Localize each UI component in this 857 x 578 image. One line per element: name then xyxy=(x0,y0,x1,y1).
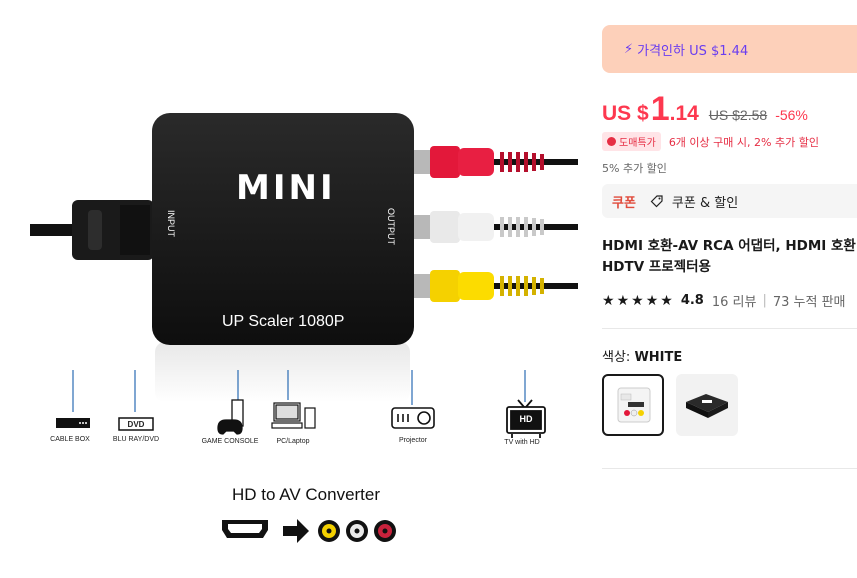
product-title-line2: HDTV 프로젝터용 xyxy=(602,259,711,275)
coupon-tag: 쿠폰 xyxy=(612,195,636,211)
device-label-tv: TV with HD xyxy=(504,439,540,446)
rca-yellow-icon xyxy=(318,520,340,542)
price-drop-banner: ⚡ 가격인하 US $1.44 xyxy=(602,25,857,73)
bulk-badge: 도매특가 xyxy=(602,132,661,151)
dvd-badge: DVD xyxy=(127,420,145,429)
hd-badge: HD xyxy=(519,414,533,424)
converter-title: HD to AV Converter xyxy=(232,485,381,504)
divider xyxy=(602,468,857,469)
product-title: HDMI 호환-AV RCA 어댑터, HDMI 호환 HDTV 프로젝터용 xyxy=(602,236,857,278)
product-info-panel: ⚡ 가격인하 US $1.44 US $ 1 .14 US $2.58 -56%… xyxy=(590,0,857,578)
extra-discount-text: 5% 추가 할인 xyxy=(602,162,667,175)
star-icon: ★ xyxy=(645,292,659,309)
bulk-badge-label: 도매특가 xyxy=(619,138,656,149)
star-icon: ★ xyxy=(660,292,673,309)
star-icon: ★ xyxy=(602,292,615,309)
bolt-icon: ⚡ xyxy=(624,41,634,57)
scaler-label: UP Scaler 1080P xyxy=(222,313,345,330)
sold-count: 73 누적 판매 xyxy=(772,295,846,310)
review-count-link[interactable]: 16 리뷰 xyxy=(711,295,757,310)
device-label-projector: Projector xyxy=(398,437,427,444)
device-label-cable-box: CABLE BOX xyxy=(50,436,90,443)
color-option-black[interactable] xyxy=(676,374,738,436)
color-label-prefix: 색상: xyxy=(602,350,631,365)
original-price: US $2.58 xyxy=(708,107,768,123)
converter-illustration xyxy=(30,113,578,543)
rca-white-icon xyxy=(346,520,368,542)
tag-outline-icon xyxy=(650,195,663,208)
star-rating: ★ ★ ★ ★ ★ xyxy=(602,293,675,309)
arrow-right-icon xyxy=(283,519,309,543)
bulk-discount-row: 도매특가 6개 이상 구매 시, 2% 추가 할인 xyxy=(602,132,819,151)
price-integer: 1 xyxy=(650,90,670,128)
price-row: US $ 1 .14 US $2.58 -56% xyxy=(602,90,808,129)
brand-mark: MINI xyxy=(236,168,336,208)
bulk-discount-text: 6개 이상 구매 시, 2% 추가 할인 xyxy=(668,135,819,149)
white-adapter-thumbnail xyxy=(617,387,651,423)
device-label-pc: PC/Laptop xyxy=(276,438,310,445)
input-label: INPUT xyxy=(166,210,176,237)
cable-box-icon xyxy=(56,418,90,428)
product-main-image[interactable]: MINI UP Scaler 1080P INPUT OUTPUT CABLE … xyxy=(0,0,590,578)
pc-laptop-icon xyxy=(271,402,316,429)
rating-row: ★ ★ ★ ★ ★ 4.8 16 리뷰 | 73 누적 판매 xyxy=(602,291,846,311)
output-label: OUTPUT xyxy=(386,208,396,245)
star-icon: ★ xyxy=(631,292,644,309)
black-adapter-thumbnail xyxy=(686,394,728,418)
coupon-row[interactable]: 쿠폰 쿠폰 & 할인 xyxy=(602,184,857,218)
device-label-dvd: BLU RAY/DVD xyxy=(112,436,160,443)
color-option-white[interactable] xyxy=(602,374,664,436)
divider xyxy=(602,328,857,329)
star-icon: ★ xyxy=(616,292,630,309)
rca-red-icon xyxy=(374,520,396,542)
projector-icon xyxy=(391,407,435,429)
coupon-label: 쿠폰 & 할인 xyxy=(671,195,739,211)
tag-icon xyxy=(607,137,616,146)
tv-icon xyxy=(506,399,546,438)
color-label: 색상: WHITE xyxy=(602,346,682,365)
price-drop-text: 가격인하 US $1.44 xyxy=(637,43,749,59)
device-label-game-console: GAME CONSOLE xyxy=(201,438,259,445)
color-selected-value: WHITE xyxy=(634,350,683,365)
dvd-icon xyxy=(118,417,154,431)
discount-percent: -56% xyxy=(775,107,808,123)
rating-separator: | xyxy=(762,293,767,308)
product-title-line1: HDMI 호환-AV RCA 어댑터, HDMI 호환 xyxy=(602,238,856,254)
rating-value: 4.8 xyxy=(680,293,704,308)
price-currency: US $ xyxy=(602,102,649,125)
game-console-icon xyxy=(217,399,244,435)
price-decimal: .14 xyxy=(669,102,699,125)
hdmi-port-icon xyxy=(222,520,268,538)
